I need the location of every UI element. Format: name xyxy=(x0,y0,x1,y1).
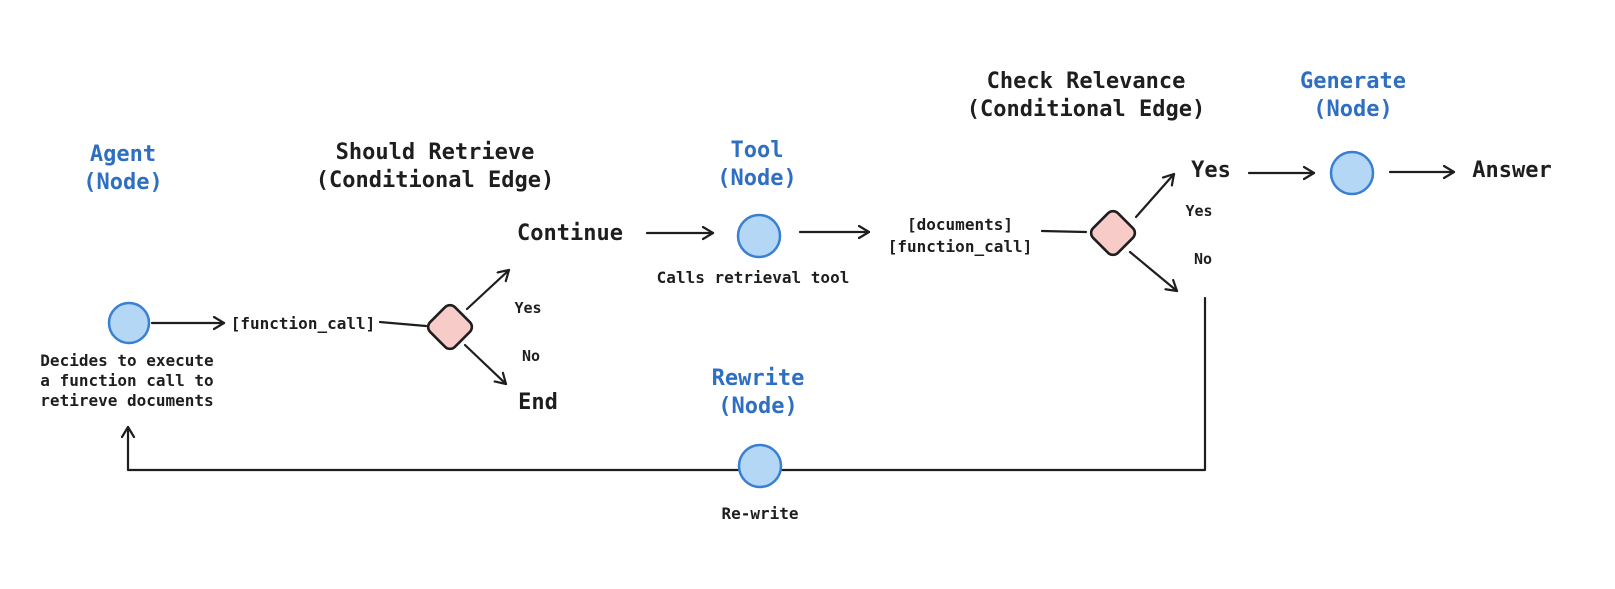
tool-node-title: Tool xyxy=(730,138,784,163)
documents-edge-label-line1: [documents] xyxy=(907,215,1013,234)
check-relevance-diamond xyxy=(1089,209,1137,257)
documents-edge-label-line2: [function_call] xyxy=(887,237,1033,256)
generate-node-label: Generate (Node) xyxy=(1253,68,1453,124)
tool-node-circle xyxy=(736,213,782,259)
edge-function-call-to-diamond xyxy=(378,320,428,328)
rewrite-node-title: Rewrite xyxy=(711,366,805,391)
tool-node-label: Tool (Node) xyxy=(657,137,857,193)
agent-caption-line3: retireve documents xyxy=(40,391,214,410)
yes-target-label: Yes xyxy=(1191,158,1231,183)
check-relevance-title: Check Relevance xyxy=(986,69,1186,94)
rewrite-caption: Re-write xyxy=(721,504,799,523)
edge-rewrite-loop xyxy=(128,296,1207,472)
function-call-edge-label: [function_call] xyxy=(230,314,376,333)
agent-node-label: Agent (Node) xyxy=(23,141,223,197)
answer-target-label: Answer xyxy=(1472,158,1552,183)
edge-check-relevance-yes-arrow xyxy=(1134,172,1176,219)
check-relevance-subtitle: (Conditional Edge) xyxy=(966,97,1206,122)
should-retrieve-yes-branch-label: Yes xyxy=(514,299,542,317)
agent-node-circle xyxy=(107,301,151,345)
agent-caption-line1: Decides to execute xyxy=(40,351,214,370)
should-retrieve-diamond xyxy=(426,303,474,351)
rewrite-node-label: Rewrite (Node) xyxy=(658,365,858,421)
generate-node-title: Generate xyxy=(1300,69,1406,94)
agent-caption: Decides to execute a function call to re… xyxy=(26,351,228,411)
agent-caption-line2: a function call to xyxy=(40,371,214,390)
should-retrieve-title: Should Retrieve xyxy=(335,140,535,165)
edge-should-retrieve-no-arrow xyxy=(463,343,508,386)
generate-node-subtitle: (Node) xyxy=(1313,97,1393,122)
should-retrieve-subtitle: (Conditional Edge) xyxy=(315,168,555,193)
rewrite-node-circle xyxy=(737,443,783,489)
check-relevance-label: Check Relevance (Conditional Edge) xyxy=(936,68,1236,124)
check-relevance-yes-branch-label: Yes xyxy=(1185,202,1213,220)
tool-node-subtitle: (Node) xyxy=(717,166,797,191)
should-retrieve-label: Should Retrieve (Conditional Edge) xyxy=(285,139,585,195)
check-relevance-no-branch-label: No xyxy=(1193,250,1213,268)
edge-should-retrieve-yes-arrow xyxy=(465,268,511,311)
agent-node-subtitle: (Node) xyxy=(83,170,163,195)
agent-node-title: Agent xyxy=(89,142,157,167)
continue-target-label: Continue xyxy=(517,221,623,246)
generate-node-circle xyxy=(1329,150,1375,196)
tool-caption: Calls retrieval tool xyxy=(656,268,850,287)
should-retrieve-no-branch-label: No xyxy=(521,347,541,365)
documents-edge-label: [documents] [function_call] xyxy=(860,214,1060,258)
edge-documents-to-diamond xyxy=(1040,229,1088,234)
edge-check-relevance-no-arrow xyxy=(1128,250,1179,293)
end-target-label: End xyxy=(518,390,558,415)
rewrite-node-subtitle: (Node) xyxy=(718,394,798,419)
